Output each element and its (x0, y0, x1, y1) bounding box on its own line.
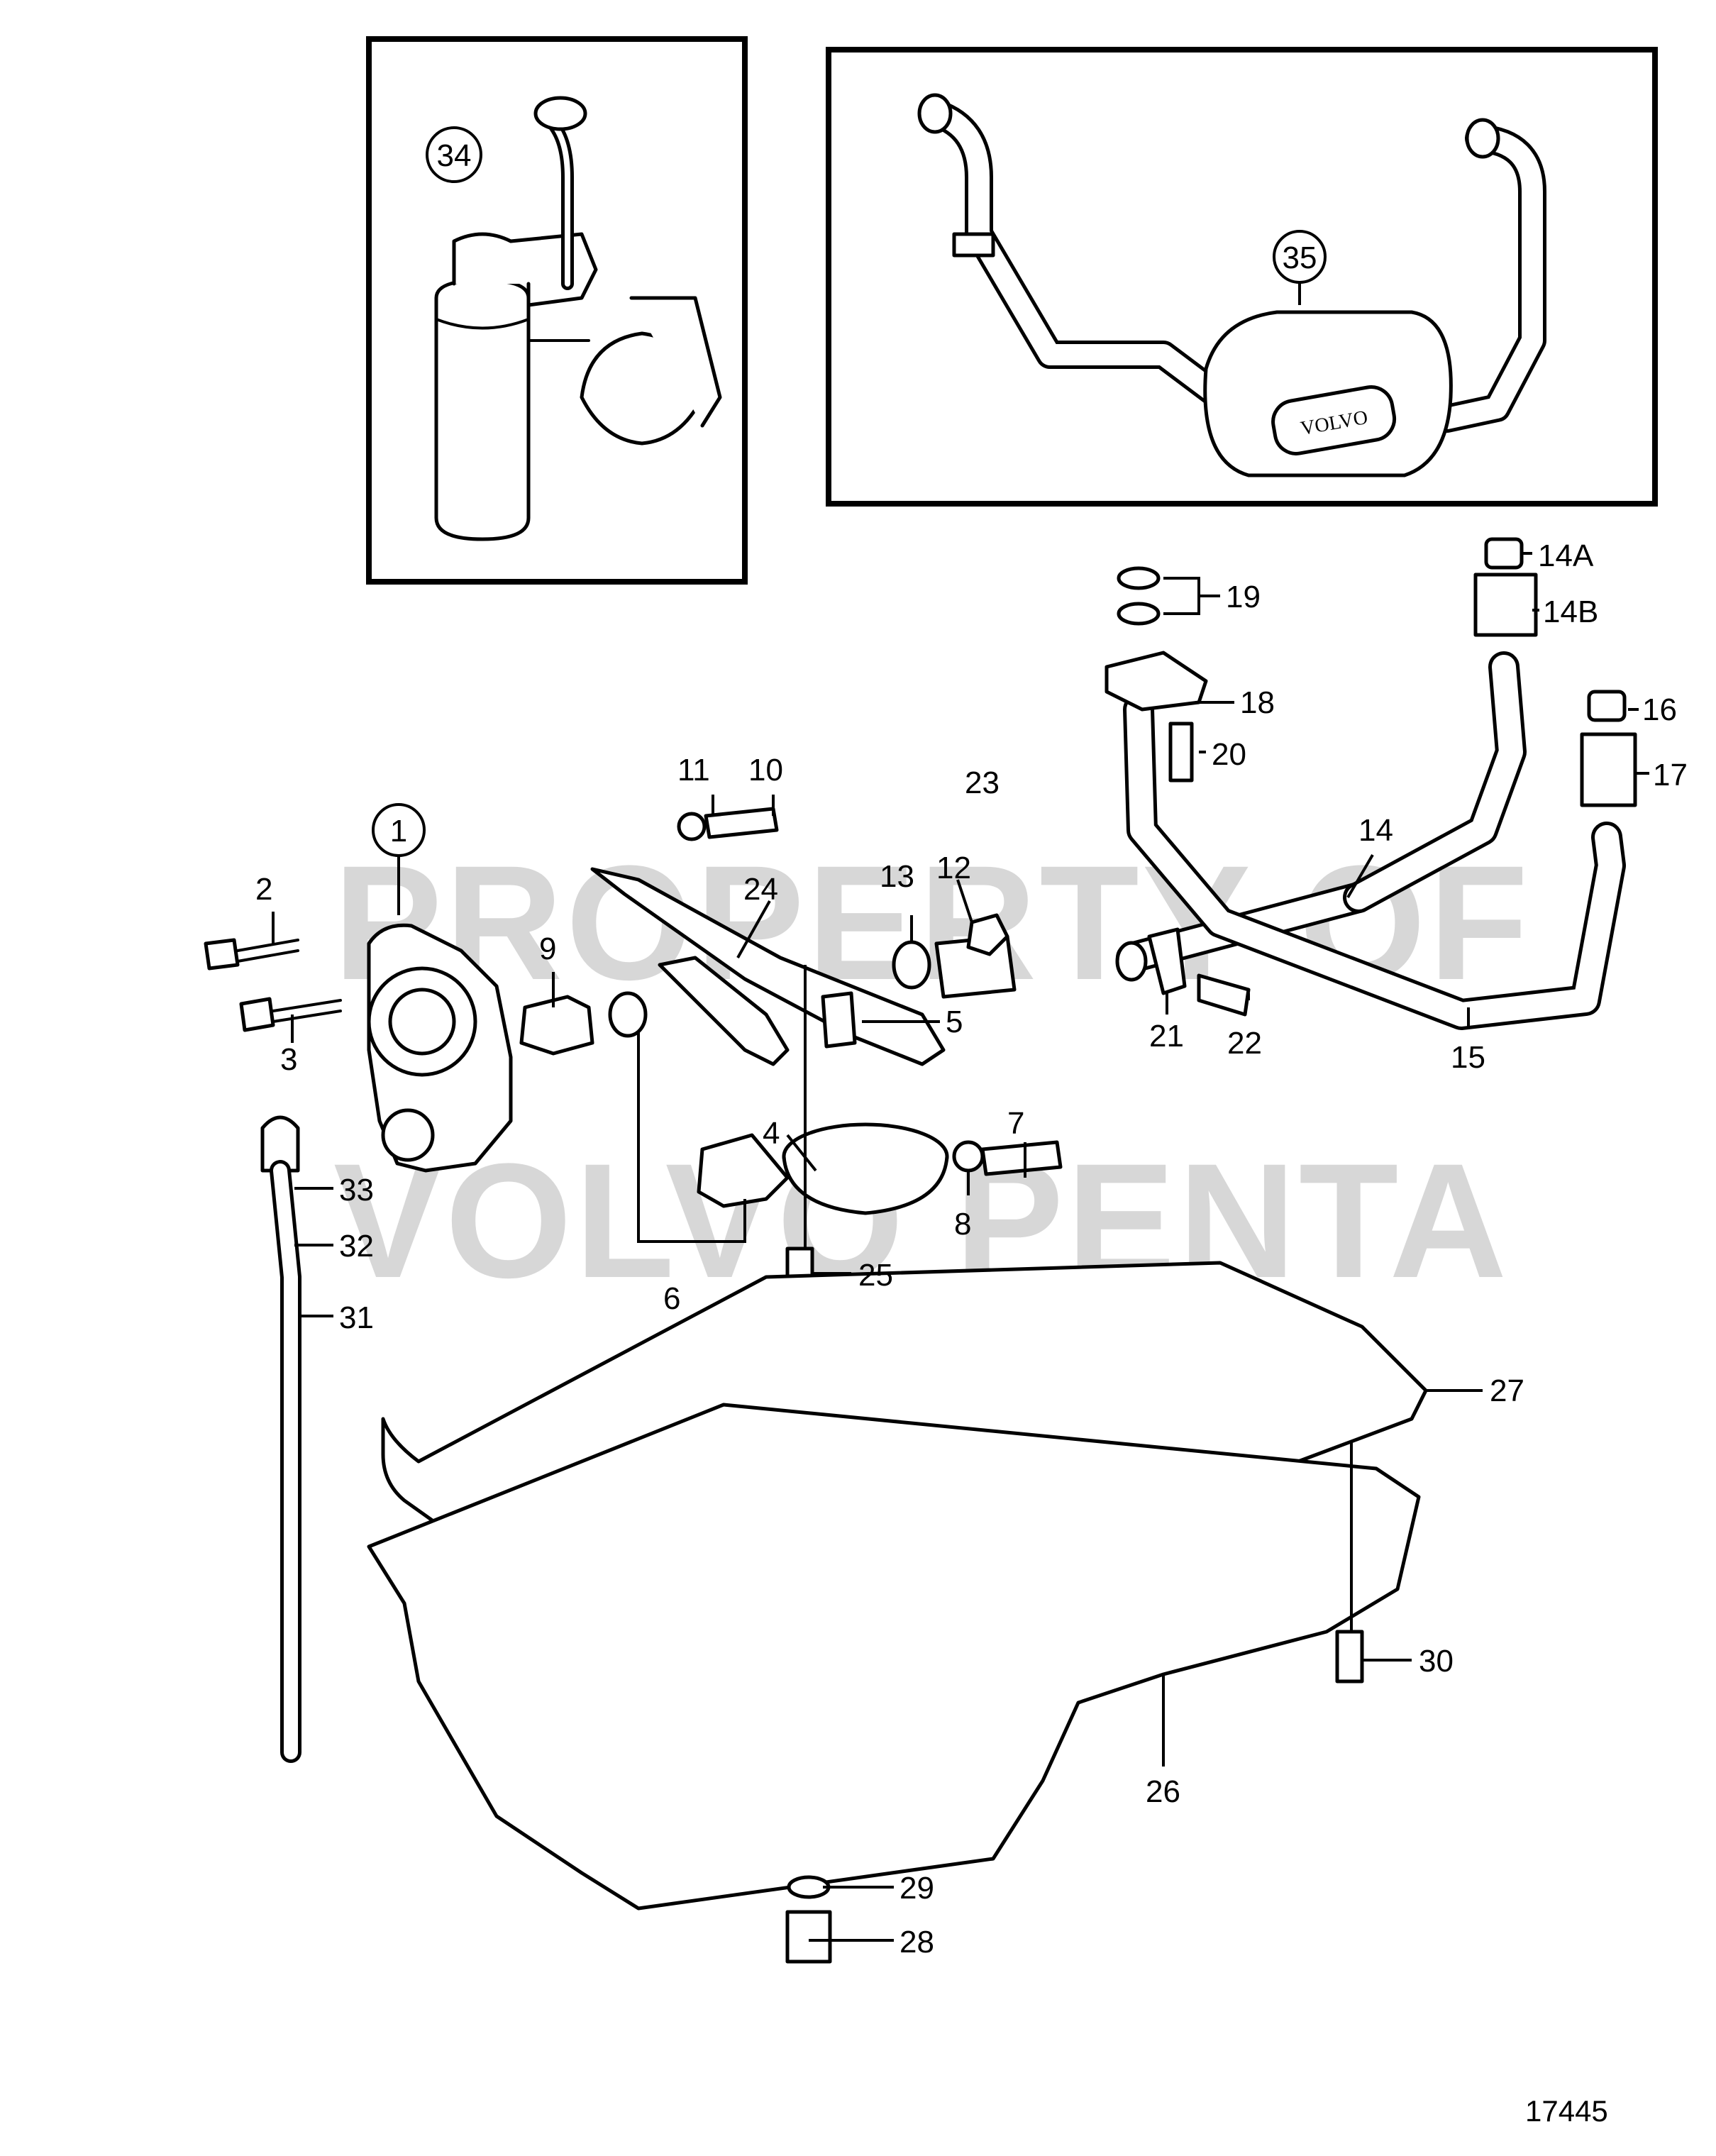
washer-29 (787, 1875, 831, 1899)
washer-11 (677, 812, 707, 841)
callout-1: 1 (390, 814, 407, 848)
callout-30: 30 (1419, 1644, 1454, 1679)
callout-14A: 14A (1538, 538, 1594, 573)
o-ring-6 (608, 991, 648, 1038)
fitting-16 (1587, 690, 1627, 722)
suction-pipe (697, 1133, 790, 1208)
callout-34-label: 34 (437, 138, 472, 173)
callout-16: 16 (1642, 692, 1677, 727)
callout-4: 4 (763, 1116, 780, 1151)
suction-pipe-block (519, 995, 594, 1056)
callout-29: 29 (899, 1871, 934, 1906)
callout-27: 27 (1490, 1373, 1524, 1408)
bolt-30 (1335, 1630, 1364, 1684)
inset-left-frame (366, 36, 748, 585)
callout-17: 17 (1653, 758, 1688, 792)
callout-12: 12 (936, 851, 971, 885)
callout-21: 21 (1149, 1019, 1184, 1054)
bolt-3 (239, 997, 342, 1032)
callout-8: 8 (954, 1207, 971, 1242)
washer-19b (1117, 602, 1161, 626)
fitting-14B (1473, 573, 1538, 637)
callout-11: 11 (677, 753, 710, 787)
callout-33: 33 (339, 1173, 374, 1207)
callout-28: 28 (899, 1925, 934, 1959)
callout-24: 24 (743, 872, 778, 907)
main-assembly (204, 537, 1637, 1964)
inset-oil-filter: 34 (366, 36, 748, 585)
callout-31: 31 (339, 1300, 374, 1335)
nut-23 (966, 913, 1009, 956)
callout-3: 3 (280, 1042, 297, 1077)
flange-18 (1105, 651, 1208, 712)
callout-labels: 1 2 3 4 5 6 7 8 9 10 11 12 13 14 14A 14B… (255, 538, 1688, 1959)
callout-19: 19 (1226, 580, 1261, 614)
filter-cap (533, 96, 587, 131)
bolt-22 (1197, 973, 1251, 1017)
washer-8 (952, 1140, 985, 1173)
filter-canister (434, 278, 531, 541)
callout-circle-34 (426, 126, 482, 183)
callout-26: 26 (1146, 1774, 1180, 1809)
callout-25: 25 (858, 1258, 893, 1293)
figure-number: 17445 (1525, 2094, 1608, 2128)
washer-19a (1117, 566, 1161, 590)
fitting-14A (1484, 537, 1524, 570)
drain-plug-28 (785, 1910, 832, 1964)
fitting-17 (1580, 732, 1637, 807)
bolt-7 (980, 1140, 1063, 1176)
inset-remote-filter: 35 VOLVO (826, 47, 1658, 507)
oil-pan (367, 1403, 1421, 1911)
filter-flange (629, 296, 722, 428)
filter-head (452, 232, 598, 307)
dipstick-handle (260, 1115, 300, 1173)
callout-9: 9 (539, 931, 556, 966)
callout-7: 7 (1007, 1106, 1024, 1141)
callout-2: 2 (255, 872, 272, 907)
callout-14: 14 (1358, 813, 1393, 848)
volvo-badge (1271, 385, 1397, 455)
pump-bracket (590, 867, 946, 1066)
callout-35-label: 35 (1283, 241, 1317, 275)
bracket-21 (1147, 927, 1187, 995)
callout-14B: 14B (1543, 595, 1598, 629)
callout-22: 22 (1227, 1026, 1262, 1061)
callout-18: 18 (1240, 685, 1275, 720)
callout-6: 6 (663, 1281, 680, 1316)
leader-lines (272, 552, 1649, 1942)
bolt-2 (204, 938, 299, 971)
hose-14-end (1115, 941, 1148, 982)
bolt-20 (1168, 722, 1194, 783)
callout-10: 10 (748, 753, 783, 787)
bolt-10 (704, 807, 779, 839)
watermark-line1: PROPERTY OF (333, 831, 1531, 1014)
callout-5: 5 (946, 1005, 963, 1039)
nipple-13 (892, 940, 931, 990)
callout-32: 32 (339, 1229, 374, 1264)
callout-23: 23 (965, 765, 1000, 800)
callout-20: 20 (1212, 737, 1246, 772)
callout-15: 15 (1451, 1040, 1485, 1075)
inset-right-frame (826, 47, 1658, 507)
callout-13: 13 (880, 859, 914, 894)
bolt-5 (821, 991, 857, 1049)
